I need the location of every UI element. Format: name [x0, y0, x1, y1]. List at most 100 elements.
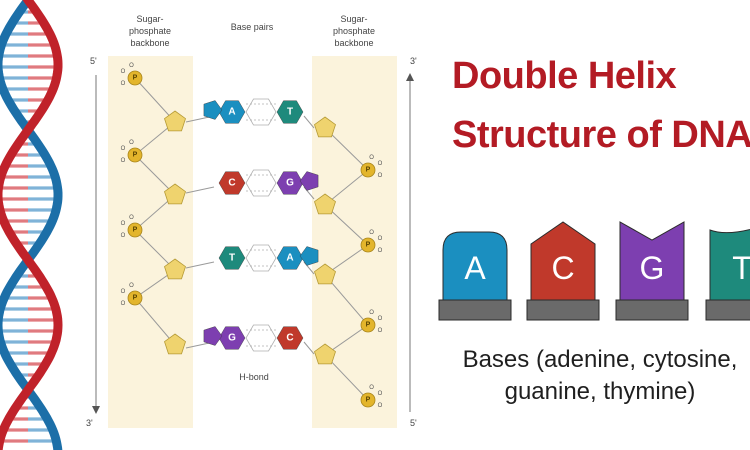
base-tile-stand-c [526, 299, 600, 321]
right-base-4 [276, 326, 304, 350]
left-phosphate-1-oxygen-a: O [121, 69, 126, 75]
bases-caption-line-1: Bases (adenine, cytosine, [462, 346, 738, 373]
right-phosphate-3-circle [360, 317, 376, 333]
left-base-3 [218, 246, 246, 270]
right-glycosidic-bond-1 [303, 115, 315, 129]
left-base-letter-4: G [228, 333, 236, 344]
left-phosphate-4-oxygen-a: O [121, 289, 126, 295]
left-phosphate-3-label: P [133, 227, 138, 234]
right-base-2 [276, 171, 304, 195]
left-backbone-label-line3: backbone [130, 38, 169, 48]
base-tile-stand-a [438, 299, 512, 321]
left-phosphate-4-oxygen-b: O [129, 283, 134, 289]
hbond-ring-4 [245, 324, 277, 352]
right-backbone-label-line2: phosphate [333, 26, 375, 36]
hbond-ring-1 [245, 98, 277, 126]
right-sugar-1 [314, 116, 336, 138]
right-phosphate-4-oxygen-c: O [378, 403, 383, 409]
left-phosphate-3-circle [127, 222, 143, 238]
right-phosphate-1-circle [360, 162, 376, 178]
right-base-ring-2 [299, 171, 319, 191]
base-tile-stand-t [705, 299, 750, 321]
right-base-3 [276, 246, 304, 270]
right-backbone-label-line3: backbone [334, 38, 373, 48]
base-pairs-label: Base pairs [231, 22, 274, 32]
base-tile-letter-a: A [464, 250, 486, 286]
helix-blue-strand [0, 0, 63, 450]
left-base-letter-1: A [228, 107, 235, 118]
right-phosphate-4-circle [360, 392, 376, 408]
left-glycosidic-bond-2 [185, 186, 215, 194]
left-3-prime-label: 3' [86, 418, 93, 428]
base-tile-stand-g [615, 299, 689, 321]
right-phosphate-4-oxygen-a: O [378, 391, 383, 397]
right-phosphate-4-oxygen-b: O [369, 385, 374, 391]
base-tile-letter-g: G [640, 250, 665, 286]
right-phosphate-2-oxygen-b: O [369, 230, 374, 236]
left-backbone-band [108, 56, 193, 428]
left-base-ring-1 [203, 100, 223, 120]
left-phosphate-3-oxygen-c: O [121, 233, 126, 239]
right-sugar-3 [314, 263, 336, 285]
left-phosphate-4-label: P [133, 295, 138, 302]
right-base-ring-3 [299, 246, 319, 266]
left-sugar-2 [164, 183, 186, 205]
left-base-2 [218, 171, 246, 195]
left-backbone-label-line2: phosphate [129, 26, 171, 36]
right-phosphate-3-oxygen-c: O [378, 328, 383, 334]
right-phosphate-2-circle [360, 237, 376, 253]
right-base-letter-2: G [286, 178, 294, 189]
left-sugar-4 [164, 333, 186, 355]
right-phosphate-1-oxygen-c: O [378, 173, 383, 179]
left-sugar-3 [164, 258, 186, 280]
right-strand-arrowhead [406, 73, 414, 81]
double-helix-illustration [0, 0, 63, 450]
left-phosphate-4-oxygen-c: O [121, 301, 126, 307]
left-phosphate-2-circle [127, 147, 143, 163]
right-glycosidic-bond-4 [303, 341, 315, 355]
left-phosphate-2-oxygen-c: O [121, 158, 126, 164]
right-sugar-2 [314, 193, 336, 215]
right-phosphate-3-label: P [366, 322, 371, 329]
left-phosphate-1-circle [127, 70, 143, 86]
left-strand-arrowhead [92, 406, 100, 414]
hbond-ring-3 [245, 244, 277, 272]
left-phosphate-2-oxygen-b: O [129, 140, 134, 146]
base-tile-t [709, 228, 750, 301]
left-glycosidic-bond-3 [185, 261, 215, 269]
base-tile-a [442, 231, 508, 301]
base-tile-letter-t: T [732, 250, 750, 286]
hbond-ring-2 [245, 169, 277, 197]
right-base-letter-3: A [286, 253, 293, 264]
base-tile-letter-c: C [551, 250, 574, 286]
right-base-letter-1: T [287, 107, 293, 118]
left-phosphate-1-oxygen-c: O [121, 81, 126, 87]
h-bond-label: H-bond [239, 372, 269, 382]
left-phosphate-2-oxygen-a: O [121, 146, 126, 152]
right-phosphate-1-oxygen-b: O [369, 155, 374, 161]
left-phosphate-3-oxygen-b: O [129, 215, 134, 221]
left-phosphate-1-oxygen-b: O [129, 63, 134, 69]
title-line-1: Double Helix [452, 55, 677, 97]
left-base-letter-3: T [229, 253, 235, 264]
right-phosphate-2-oxygen-c: O [378, 248, 383, 254]
right-phosphate-2-oxygen-a: O [378, 236, 383, 242]
bases-caption-line-2: guanine, thymine) [504, 378, 696, 405]
left-base-ring-4 [203, 326, 223, 346]
left-phosphate-3-oxygen-a: O [121, 221, 126, 227]
right-5-prime-label: 5' [410, 418, 417, 428]
right-phosphate-1-label: P [366, 167, 371, 174]
left-phosphate-1-label: P [133, 75, 138, 82]
right-phosphate-3-oxygen-b: O [369, 310, 374, 316]
left-sugar-1 [164, 110, 186, 132]
right-phosphate-3-oxygen-a: O [378, 316, 383, 322]
right-backbone-label-line1: Sugar- [340, 14, 367, 24]
right-phosphate-4-label: P [366, 397, 371, 404]
right-phosphate-1-oxygen-a: O [378, 161, 383, 167]
helix-red-strand [0, 0, 63, 450]
left-5-prime-label: 5' [90, 56, 97, 66]
title-line-2: Structure of DNA [452, 114, 750, 156]
